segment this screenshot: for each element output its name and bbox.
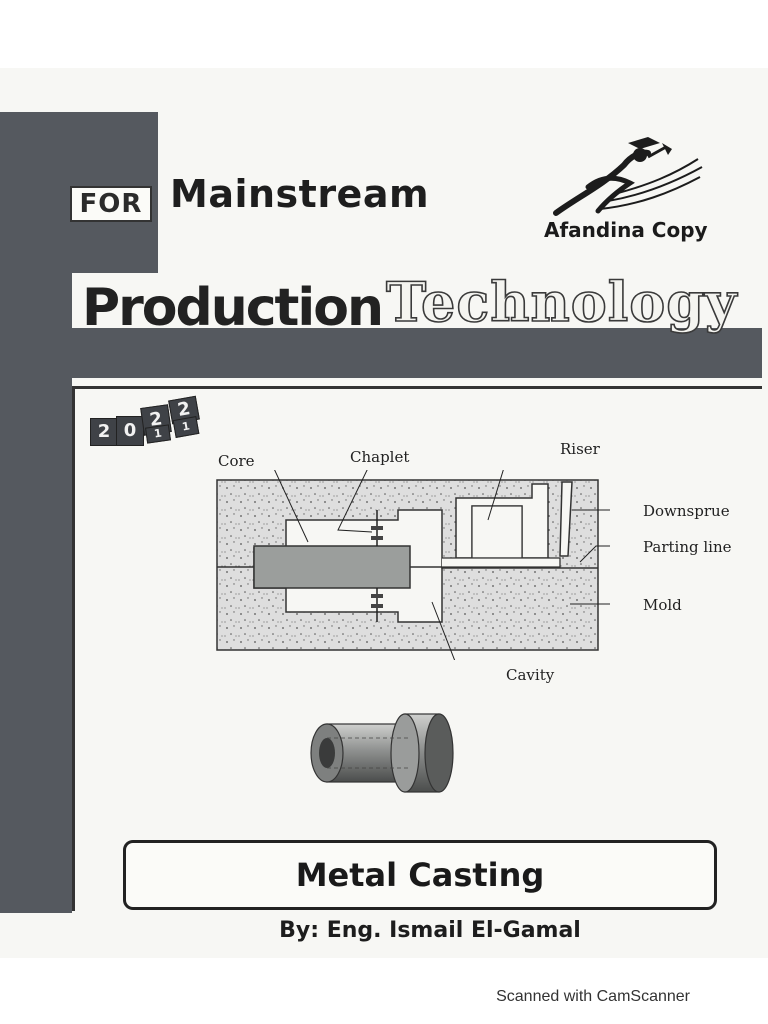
subject-bold: Production — [82, 278, 384, 338]
for-label: FOR — [70, 186, 152, 222]
riser-cup — [471, 505, 523, 559]
downsprue — [559, 481, 573, 557]
label-downsprue: Downsprue — [643, 502, 730, 520]
cast-bushing-image — [310, 713, 454, 793]
parting-leader — [579, 545, 610, 563]
band-divider — [72, 386, 762, 389]
mold-diagram — [216, 470, 610, 660]
label-cavity: Cavity — [506, 666, 555, 684]
runner — [442, 557, 561, 568]
label-core: Core — [218, 452, 255, 470]
core-leader — [274, 470, 309, 543]
topic-box: Metal Casting — [123, 840, 717, 910]
core — [253, 545, 411, 589]
frame-edge — [72, 386, 75, 911]
riser-leader — [487, 470, 504, 521]
header-connector-bar — [72, 225, 158, 273]
label-riser: Riser — [560, 440, 600, 458]
year-digit: 0 — [116, 416, 144, 446]
scanner-watermark: Scanned with CamScanner — [496, 988, 690, 1005]
year-digit-alt: 1 — [145, 424, 171, 444]
chaplet-top — [371, 510, 383, 546]
left-frame-bar-lower — [0, 225, 72, 913]
subject-outline: Technology — [385, 269, 738, 335]
chaplet-bottom — [371, 588, 383, 622]
series-title: Mainstream — [170, 172, 430, 216]
label-parting-line: Parting line — [643, 538, 732, 556]
label-chaplet: Chaplet — [350, 448, 410, 466]
chaplet-leader — [337, 470, 373, 533]
horizontal-band — [72, 328, 762, 378]
author-line: By: Eng. Ismail El-Gamal — [279, 918, 581, 943]
cavity-leader — [431, 601, 456, 660]
brand-name: Afandina Copy — [544, 218, 708, 242]
topic-title: Metal Casting — [295, 856, 545, 894]
year-digit: 2 — [90, 418, 118, 446]
label-mold: Mold — [643, 596, 682, 614]
graduate-runner-logo — [553, 137, 703, 216]
